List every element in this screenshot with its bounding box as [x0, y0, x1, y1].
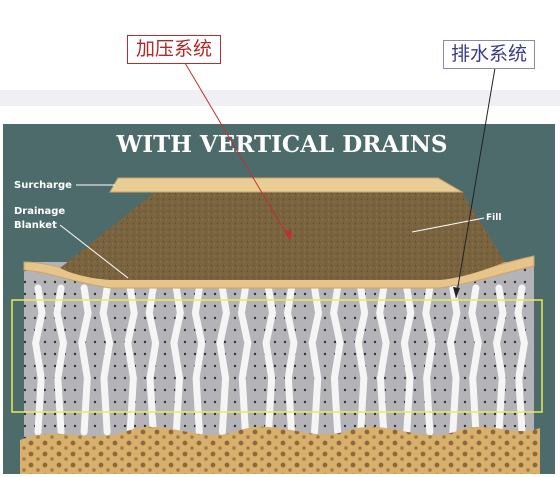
vertical-drain — [446, 284, 461, 436]
label-surcharge: Surcharge — [14, 180, 72, 191]
vertical-drain — [124, 284, 138, 436]
drainage-system-callout: 排水系统 — [443, 40, 536, 69]
label-drainage-blanket-line2: Blanket — [14, 220, 57, 231]
vertical-drain — [191, 284, 206, 436]
diagram-title: WITH VERTICAL DRAINS — [115, 131, 447, 158]
vertical-drain — [145, 284, 160, 436]
label-fill: Fill — [486, 213, 501, 223]
vertical-drain — [32, 284, 46, 436]
sand-pebbles — [20, 426, 540, 474]
vertical-drain — [53, 284, 68, 436]
vertical-drain — [514, 284, 528, 436]
surcharge-arrowhead — [284, 230, 292, 240]
vertical-drain — [216, 284, 230, 436]
vertical-drain — [354, 284, 369, 436]
surcharge-callout-arrow — [184, 62, 291, 241]
vertical-drain — [237, 284, 252, 436]
drain-highlight-box — [11, 299, 543, 413]
leader-fill — [411, 217, 485, 233]
vertical-drain — [308, 284, 323, 436]
vertical-drain — [283, 284, 298, 436]
vertical-drains — [32, 284, 528, 436]
vertical-drain — [422, 284, 436, 436]
vertical-drain — [400, 284, 415, 436]
surcharge-layer — [109, 177, 464, 193]
drain-arrowhead — [453, 287, 460, 298]
vertical-drain — [330, 284, 344, 436]
vertical-drain — [492, 284, 507, 436]
drain-callout-arrow — [455, 67, 496, 299]
surcharge-system-callout: 加压系统 — [127, 35, 222, 64]
leader-drainage-blanket — [59, 224, 129, 279]
label-drainage-blanket-line1: Drainage — [14, 206, 65, 217]
top-band — [0, 90, 560, 106]
vertical-drain — [376, 284, 390, 436]
vertical-drain — [78, 284, 92, 436]
vertical-drain — [468, 284, 482, 436]
vertical-drain — [170, 284, 184, 436]
vertical-drain — [99, 284, 114, 436]
fill-embankment — [60, 192, 505, 280]
vertical-drain — [262, 284, 277, 436]
